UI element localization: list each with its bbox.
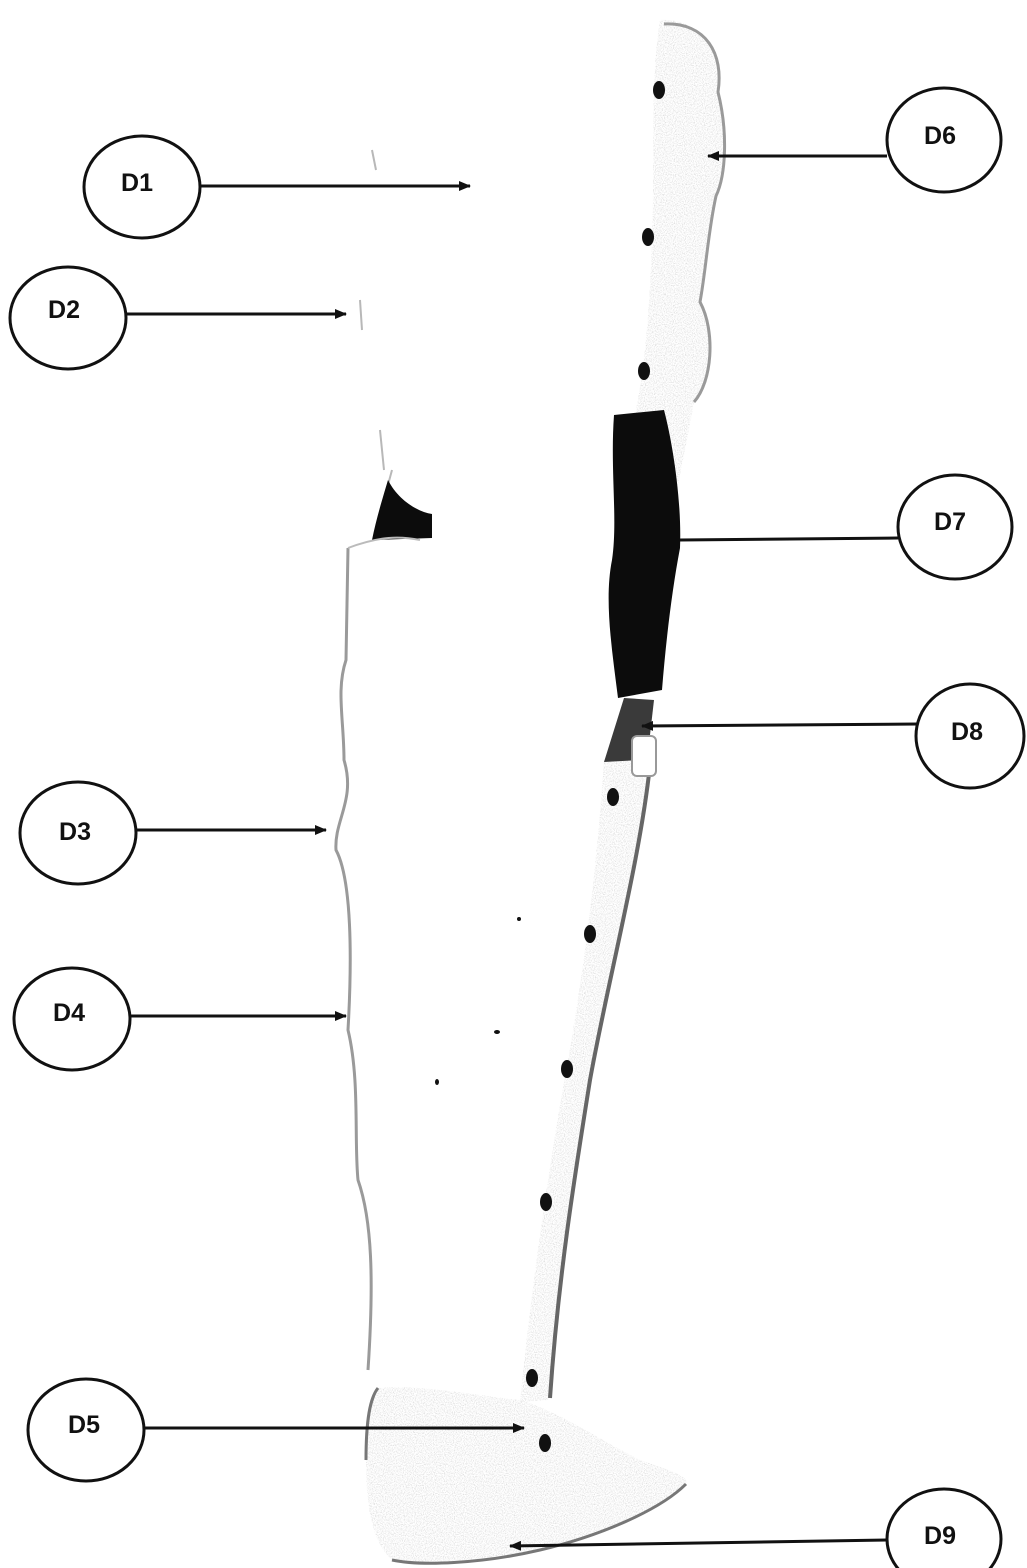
- leader-d7: [680, 538, 898, 540]
- rivet: [526, 1369, 538, 1387]
- foot-plate: [366, 1387, 686, 1563]
- rivet: [539, 1434, 551, 1452]
- knee-pad: [609, 410, 681, 698]
- callout-leaders: [127, 156, 918, 1546]
- rivet: [653, 81, 665, 99]
- shin-shell-inner: [348, 538, 420, 548]
- rivet: [517, 917, 521, 921]
- callout-label-d9: D9: [924, 1522, 956, 1550]
- callout-labels: D1 D2 D3 D4 D5 D6 D7 D8 D9: [48, 122, 983, 1550]
- orthosis-illustration: [336, 20, 725, 1563]
- callout-label-d2: D2: [48, 296, 80, 324]
- callout-label-d5: D5: [68, 1411, 100, 1439]
- rivet: [540, 1193, 552, 1211]
- callout-label-d4: D4: [53, 999, 85, 1027]
- rivet: [584, 925, 596, 943]
- callout-label-d8: D8: [951, 718, 983, 746]
- rivet: [435, 1079, 439, 1085]
- leader-d8: [642, 724, 918, 726]
- callout-label-d1: D1: [121, 169, 153, 197]
- knee-hinge-plate: [632, 736, 656, 776]
- thigh-cuff-shadow: [372, 480, 432, 540]
- lower-strut: [520, 760, 652, 1402]
- rivet: [607, 788, 619, 806]
- rivet: [638, 362, 650, 380]
- callout-label-d6: D6: [924, 122, 956, 150]
- thigh-outline: [360, 150, 392, 540]
- callout-label-d3: D3: [59, 818, 91, 846]
- shin-shell-outline: [336, 548, 371, 1370]
- rivet: [642, 228, 654, 246]
- rivet: [561, 1060, 573, 1078]
- callout-label-d7: D7: [934, 508, 966, 536]
- callout-bubbles: [10, 88, 1024, 1568]
- rivet: [494, 1030, 500, 1034]
